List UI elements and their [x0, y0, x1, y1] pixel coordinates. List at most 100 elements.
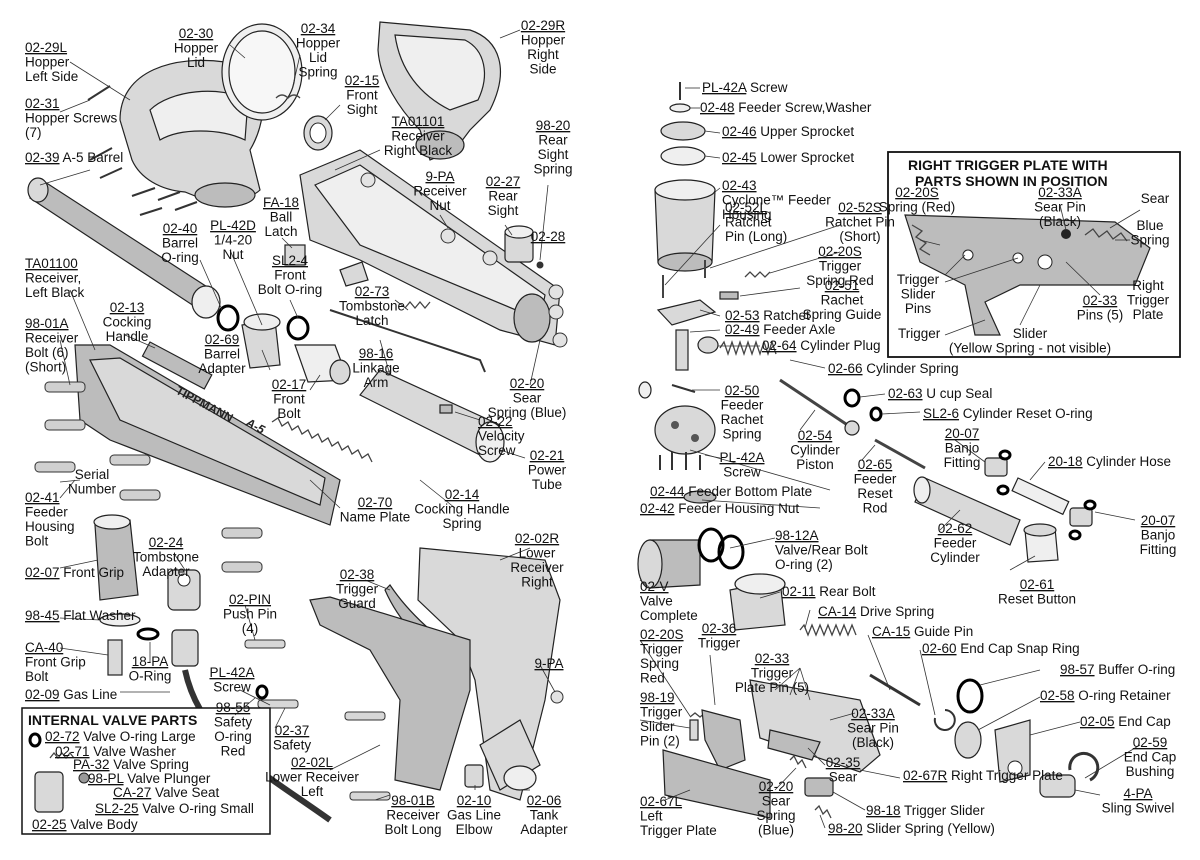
label-text: 20-18 Cylinder Hose	[1048, 454, 1171, 469]
feeder-reset-rod-drawing	[874, 438, 926, 470]
slider-spring-yellow-drawing	[814, 804, 832, 819]
gas-line-elbow-drawing	[464, 764, 484, 788]
reset-button-drawing	[1023, 523, 1059, 563]
part-description: Lower Sprocket	[757, 150, 855, 165]
part-description: (Yellow Spring - not visible)	[949, 341, 1111, 356]
part-number: 02-61	[1020, 577, 1055, 592]
part-description: Screw	[746, 80, 788, 95]
part-number: 02-14	[445, 487, 480, 502]
part-description: Guide Pin	[910, 624, 973, 639]
label-text: 02-60 End Cap Snap Ring	[922, 641, 1080, 656]
part-description: Valve Washer	[90, 744, 177, 759]
label-text: 02-53 Ratchet	[725, 308, 810, 323]
safety-oring-drawing	[255, 684, 269, 700]
part-description: Feeder Bottom Plate	[685, 484, 813, 499]
label-text: 02-45 Lower Sprocket	[722, 150, 854, 165]
part-description: Plate Pin (5)	[735, 680, 809, 695]
part-description: Adapter	[520, 822, 568, 837]
part-description: Trigger	[1127, 293, 1170, 308]
part-number: 98-55	[216, 700, 251, 715]
part-description: Adapter	[142, 564, 190, 579]
part-number: 98-01A	[25, 316, 69, 331]
label-text: 98-57 Buffer O-ring	[1060, 662, 1175, 677]
part-description: Slider	[640, 719, 675, 734]
valve-item: 98-PL Valve Plunger	[88, 771, 211, 786]
label-r0266: 02-66 Cylinder Spring	[828, 361, 959, 376]
label-r0267r: 02-67R Right Trigger Plate	[903, 768, 1063, 783]
part-number: 9-PA	[425, 169, 454, 184]
part-number: 98-PL	[88, 771, 125, 786]
part-description: Tank	[530, 808, 559, 823]
part-description: Side	[529, 62, 556, 77]
label-r0248: 02-48 Feeder Screw,Washer	[700, 100, 872, 115]
leader-line	[944, 257, 1019, 283]
part-number: 02-62	[938, 521, 973, 536]
part-description: Tombstone	[339, 299, 405, 314]
part-number: 02-17	[272, 377, 307, 392]
part-number: 02-31	[25, 96, 60, 111]
part-description: Feeder	[854, 472, 897, 487]
part-number: 98-01B	[391, 793, 435, 808]
part-description: Receiver	[391, 129, 445, 144]
part-number: SL2-4	[272, 253, 309, 268]
part-number: 02-27	[486, 174, 521, 189]
part-number: 02-52S	[838, 200, 882, 215]
part-number: 02-48	[700, 100, 735, 115]
part-description: Banjo	[945, 441, 980, 456]
valve-item: 02-72 Valve O-ring Large	[45, 729, 196, 744]
trigger-box-label: Trigger	[898, 326, 941, 341]
part-description: Spring	[640, 656, 679, 671]
part-number: 02-44	[650, 484, 685, 499]
trigger-slider-pins-drawing	[689, 719, 699, 741]
part-description: Push Pin	[223, 607, 277, 622]
part-description: Spring (Red)	[879, 200, 956, 215]
leader-line	[944, 254, 966, 276]
part-description: Valve Body	[67, 817, 138, 832]
part-number: 02-60	[922, 641, 957, 656]
upper-sprocket-drawing	[660, 121, 706, 166]
part-number: 98-20	[828, 821, 863, 836]
part-description: Pins (5)	[1077, 308, 1124, 323]
valve-item: 02-25 Valve Body	[32, 817, 138, 832]
receiver-bolts-drawing	[34, 381, 263, 573]
part-description: Buffer O-ring	[1095, 662, 1176, 677]
part-description: Power	[528, 463, 567, 478]
part-number: 02-20S	[818, 244, 862, 259]
label-rca15: CA-15 Guide Pin	[872, 624, 973, 639]
part-description: Cocking	[103, 315, 152, 330]
label-text: 02-67R Right Trigger Plate	[903, 768, 1063, 783]
label-text: 02-66 Cylinder Spring	[828, 361, 959, 376]
label-text: 02-58 O-ring Retainer	[1040, 688, 1171, 703]
label-r0253: 02-53 Ratchet	[725, 308, 810, 323]
part-description: Front	[346, 88, 378, 103]
part-number: 02-24	[149, 535, 184, 550]
valve-complete-drawing	[637, 539, 701, 589]
part-description: Feeder	[934, 536, 977, 551]
part-description: Blue	[1136, 218, 1163, 233]
part-description: Sear	[762, 794, 791, 809]
part-number: 02-42	[640, 501, 675, 516]
part-number: 02-69	[205, 332, 240, 347]
oring-retainer-drawing	[954, 721, 982, 759]
barrel-drawing	[27, 177, 221, 319]
part-number: 02-35	[826, 755, 861, 770]
part-number: 02-51	[825, 278, 860, 293]
part-number: 02-46	[722, 124, 757, 139]
part-description: Receiver,	[25, 271, 81, 286]
label-rsl26: SL2-6 Cylinder Reset O-ring	[923, 406, 1093, 421]
part-description: Feeder Axle	[760, 322, 836, 337]
